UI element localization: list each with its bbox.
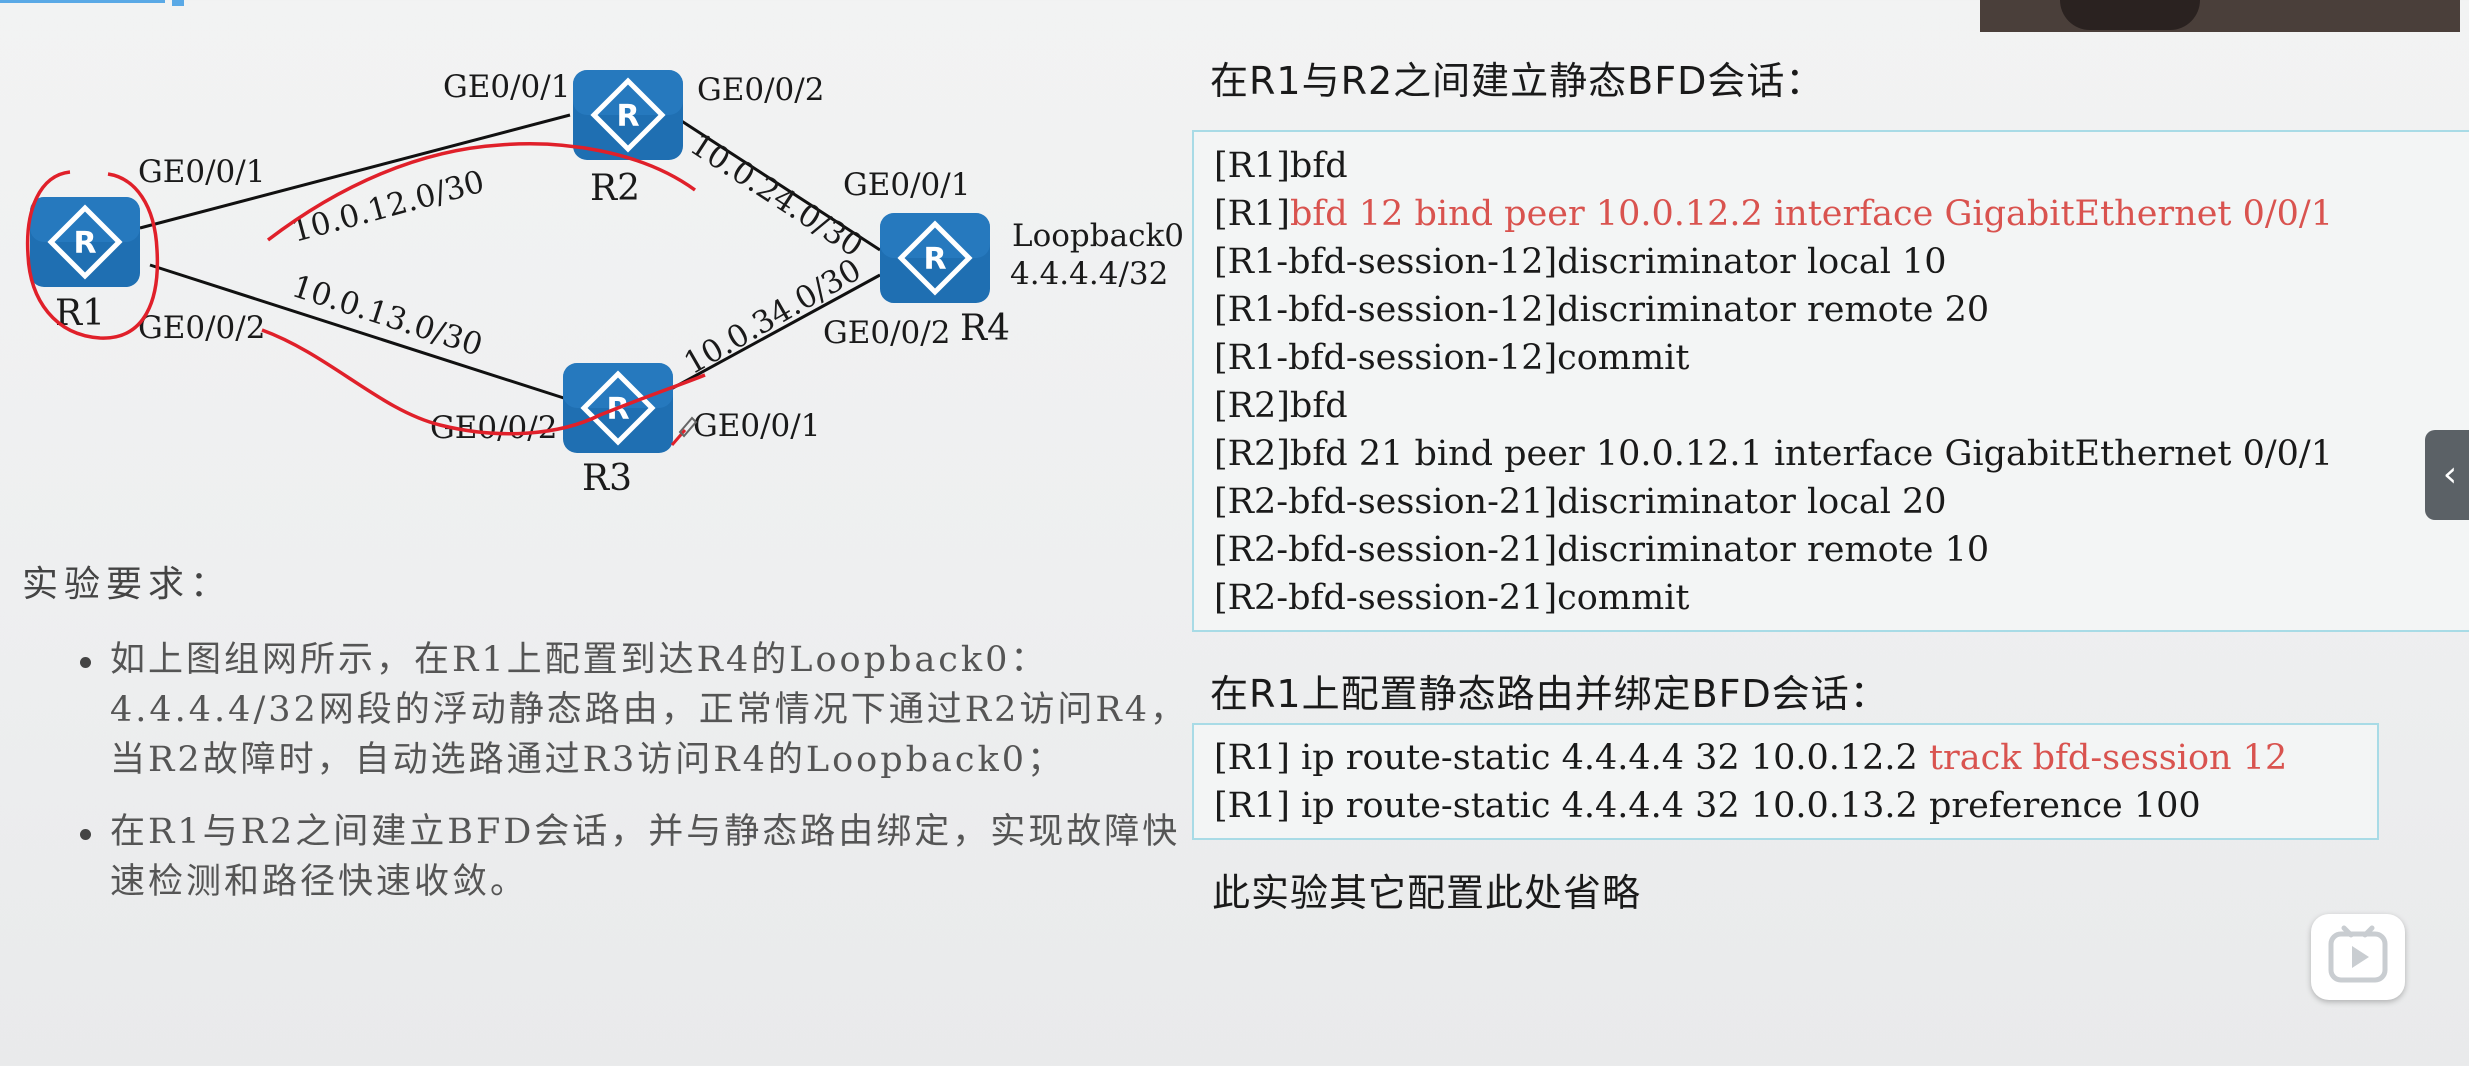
annotation-underline-r1-r3 <box>261 328 706 436</box>
code-line: [R1] ip route-static 4.4.4.4 32 10.0.12.… <box>1214 738 2288 778</box>
webcam-overlay <box>1980 0 2460 32</box>
code-line: [R1]bfd 12 bind peer 10.0.12.2 interface… <box>1214 194 2333 234</box>
annotation-mark-r3 <box>670 429 687 446</box>
link-r2-r4 <box>679 118 881 252</box>
subnet-10-0-13-label: 10.0.13.0/30 <box>288 268 487 363</box>
router-r4-icon <box>880 213 990 303</box>
code-line: [R1] ip route-static 4.4.4.4 32 10.0.13.… <box>1214 786 2201 826</box>
router-r4-label: R4 <box>960 308 1010 349</box>
r1-ge0-0-2-label: GE0/0/2 <box>138 310 265 346</box>
progress-accent <box>0 0 165 3</box>
r4-ge0-0-1-label: GE0/0/1 <box>843 167 970 203</box>
requirements-list: 如上图组网所示，在R1上配置到达R4的Loopback0：4.4.4.4/32网… <box>80 635 1190 929</box>
code-line: [R1]bfd <box>1214 146 1348 186</box>
code-line: [R2]bfd <box>1214 386 1348 426</box>
r3-ge0-0-1-label: GE0/0/1 <box>693 408 820 444</box>
cursor-pencil-icon <box>678 416 698 438</box>
code-line: [R1-bfd-session-12]discriminator remote … <box>1214 290 1990 330</box>
bfd-config-box: [R1]bfd [R1]bfd 12 bind peer 10.0.12.2 i… <box>1192 130 2469 632</box>
requirement-item: 如上图组网所示，在R1上配置到达R4的Loopback0：4.4.4.4/32网… <box>80 635 1190 785</box>
annotation-underline-r1-r2 <box>266 142 697 242</box>
code-line: [R1-bfd-session-12]discriminator local 1… <box>1214 242 1947 282</box>
router-r1-icon <box>30 197 140 287</box>
link-r1-r3 <box>149 263 571 402</box>
code-line: [R2-bfd-session-21]discriminator remote … <box>1214 530 1990 570</box>
route-config-box: [R1] ip route-static 4.4.4.4 32 10.0.12.… <box>1192 723 2379 840</box>
r2-ge0-0-1-label: GE0/0/1 <box>443 69 570 105</box>
sidebar-toggle-chevron-icon[interactable]: ‹ <box>2425 430 2469 520</box>
code-line: [R2-bfd-session-21]discriminator local 2… <box>1214 482 1947 522</box>
router-r2-icon <box>573 70 683 160</box>
progress-accent-tick <box>172 0 184 6</box>
router-r3-label: R3 <box>582 458 632 499</box>
code-line: [R1-bfd-session-12]commit <box>1214 338 1690 378</box>
r4-loopback-label: Loopback0 <box>1012 218 1184 254</box>
code-line: [R2-bfd-session-21]commit <box>1214 578 1690 618</box>
r4-ge0-0-2-label: GE0/0/2 <box>823 315 950 351</box>
code-line: [R2]bfd 21 bind peer 10.0.12.1 interface… <box>1214 434 2333 474</box>
bfd-section-title: 在R1与R2之间建立静态BFD会话： <box>1210 59 1825 103</box>
subnet-10-0-24-label: 10.0.24.0/30 <box>684 127 869 265</box>
footer-note: 此实验其它配置此处省略 <box>1212 871 1642 915</box>
route-section-title: 在R1上配置静态路由并绑定BFD会话： <box>1210 672 1889 716</box>
network-topology-diagram: R R1 R2 R3 R4 GE0/0/1 GE0/0/2 GE0/0/1 GE… <box>25 0 1184 499</box>
requirements-title: 实验要求： <box>22 564 233 605</box>
r1-ge0-0-1-label: GE0/0/1 <box>138 154 265 190</box>
link-r3-r4 <box>659 273 881 397</box>
r4-loopback-ip-label: 4.4.4.4/32 <box>1010 256 1168 292</box>
annotation-circle-r1 <box>25 170 160 340</box>
play-icon <box>2328 925 2388 983</box>
link-r1-r2 <box>139 113 571 230</box>
router-r2-label: R2 <box>590 168 640 209</box>
requirement-item: 在R1与R2之间建立BFD会话，并与静态路由绑定，实现故障快速检测和路径快速收敛… <box>80 807 1190 907</box>
webcam-presenter <box>2060 0 2200 30</box>
r2-ge0-0-2-label: GE0/0/2 <box>697 72 824 108</box>
play-button[interactable] <box>2311 914 2405 1000</box>
